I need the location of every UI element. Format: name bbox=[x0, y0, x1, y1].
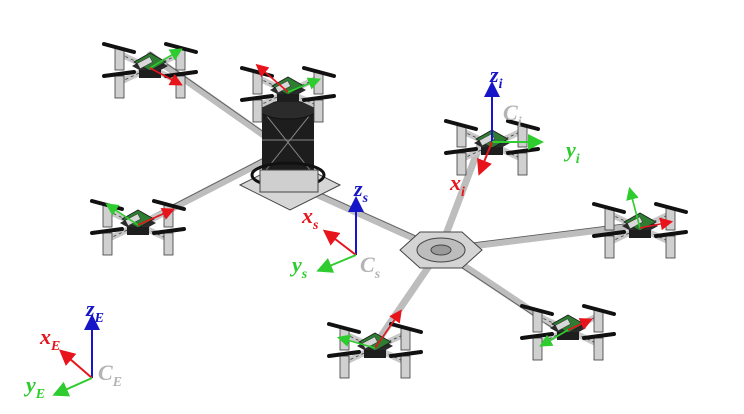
drone-body-axes bbox=[105, 48, 674, 349]
y-i-label: yi bbox=[563, 137, 580, 167]
structure-arms bbox=[136, 51, 644, 349]
x-e-label: xE bbox=[39, 324, 60, 354]
c-s-label: Cs bbox=[360, 252, 381, 282]
frame-drone-i bbox=[477, 81, 544, 176]
c-i-label: Ci bbox=[503, 100, 522, 130]
frame-structure bbox=[316, 196, 364, 273]
z-s-label: zs bbox=[353, 176, 369, 206]
drone-mid-left bbox=[92, 201, 184, 255]
drone-bottom-right bbox=[522, 306, 614, 360]
x-i-label: xi bbox=[449, 170, 465, 200]
y-s-label: ys bbox=[289, 252, 308, 282]
hex-hub bbox=[399, 231, 483, 269]
z-e-label: zE bbox=[85, 296, 104, 326]
x-s-label: xs bbox=[301, 203, 319, 233]
y-e-label: yE bbox=[23, 372, 45, 402]
z-i-label: zi bbox=[489, 62, 503, 92]
frame-earth bbox=[52, 314, 100, 397]
c-e-label: CE bbox=[98, 360, 122, 390]
drone-bottom-center bbox=[329, 324, 421, 378]
